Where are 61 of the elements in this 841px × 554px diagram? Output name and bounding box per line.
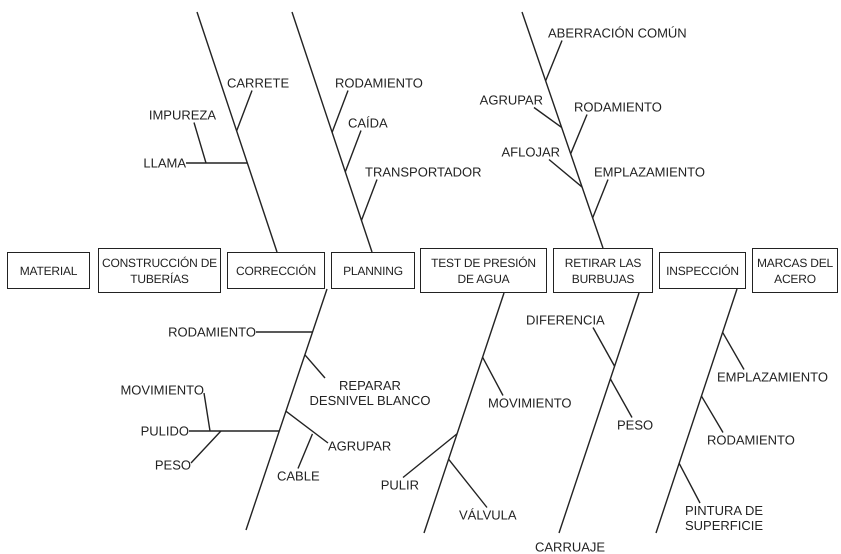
cause-label: AGRUPAR	[328, 438, 392, 454]
cause-label: PINTURA DE SUPERFICIE	[685, 503, 795, 533]
cause-label: PULIR	[380, 478, 419, 492]
leader-line	[545, 40, 563, 82]
leader-line	[534, 106, 562, 128]
cause-label: MOVIMIENTO	[120, 382, 204, 398]
leader-line	[304, 354, 326, 378]
leader-line	[402, 433, 458, 478]
step-box: INSPECCIÓN	[659, 252, 746, 289]
leader-line	[256, 331, 313, 333]
leader-line	[448, 458, 488, 508]
leader-line	[610, 378, 633, 418]
leader-line	[203, 392, 211, 432]
cause-label: PESO	[154, 458, 191, 472]
cause-label: RODAMIENTO	[335, 76, 423, 90]
step-box: MATERIAL	[7, 252, 90, 289]
leader-line	[570, 114, 588, 154]
step-box: CORRECCIÓN	[227, 252, 325, 289]
step-box: CONSTRUCCIÓN DE TUBERÍAS	[98, 248, 221, 293]
cause-label: PESO	[617, 418, 654, 432]
cause-label: RODAMIENTO	[574, 100, 662, 114]
leader-line	[189, 430, 280, 432]
cause-label: DIFERENCIA	[526, 312, 605, 328]
cause-label: RODAMIENTO	[168, 324, 256, 340]
leader-line	[360, 179, 378, 221]
step-box: PLANNING	[331, 252, 415, 289]
cause-label: VÁLVULA	[459, 508, 517, 522]
cause-label: CARRETE	[227, 76, 290, 90]
leader-line	[236, 90, 253, 132]
leader-line	[344, 130, 362, 172]
step-box: TEST DE PRESIÓN DE AGUA	[420, 248, 547, 293]
step-box: MARCAS DEL ACERO	[752, 248, 838, 293]
leader-line	[297, 434, 314, 469]
cause-label: CABLE	[277, 468, 320, 484]
cause-label: AFLOJAR	[501, 144, 560, 160]
cause-label: RODAMIENTO	[707, 432, 795, 448]
cause-label: CAÍDA	[348, 116, 388, 130]
cause-label: AGRUPAR	[480, 92, 543, 108]
cause-label: EMPLAZAMIENTO	[717, 370, 828, 384]
cause-label: LLAMA	[143, 156, 186, 170]
cause-label: IMPUREZA	[148, 108, 216, 122]
cause-label: REPARAR DESNIVEL BLANCO	[308, 378, 432, 408]
cause-label: MOVIMIENTO	[488, 396, 572, 410]
leader-line	[592, 179, 609, 218]
leader-line	[190, 430, 222, 464]
leader-line	[592, 327, 616, 367]
leader-line	[186, 162, 248, 164]
cause-label: TRANSPORTADOR	[365, 164, 482, 180]
cause-label: PULIDO	[140, 424, 189, 438]
cause-label: ABERRACIÓN COMÚN	[548, 26, 687, 40]
leader-line	[678, 462, 701, 504]
leader-line	[700, 396, 724, 433]
cause-label: EMPLAZAMIENTO	[594, 164, 706, 180]
leader-line	[548, 158, 583, 188]
step-box: RETIRAR LAS BURBUJAS	[553, 248, 653, 293]
leader-line	[193, 122, 207, 164]
cause-label: CARRUAJE	[535, 540, 606, 554]
leader-line	[286, 410, 328, 444]
leader-line	[722, 332, 745, 370]
leader-line	[482, 356, 504, 396]
leader-line	[331, 90, 349, 133]
